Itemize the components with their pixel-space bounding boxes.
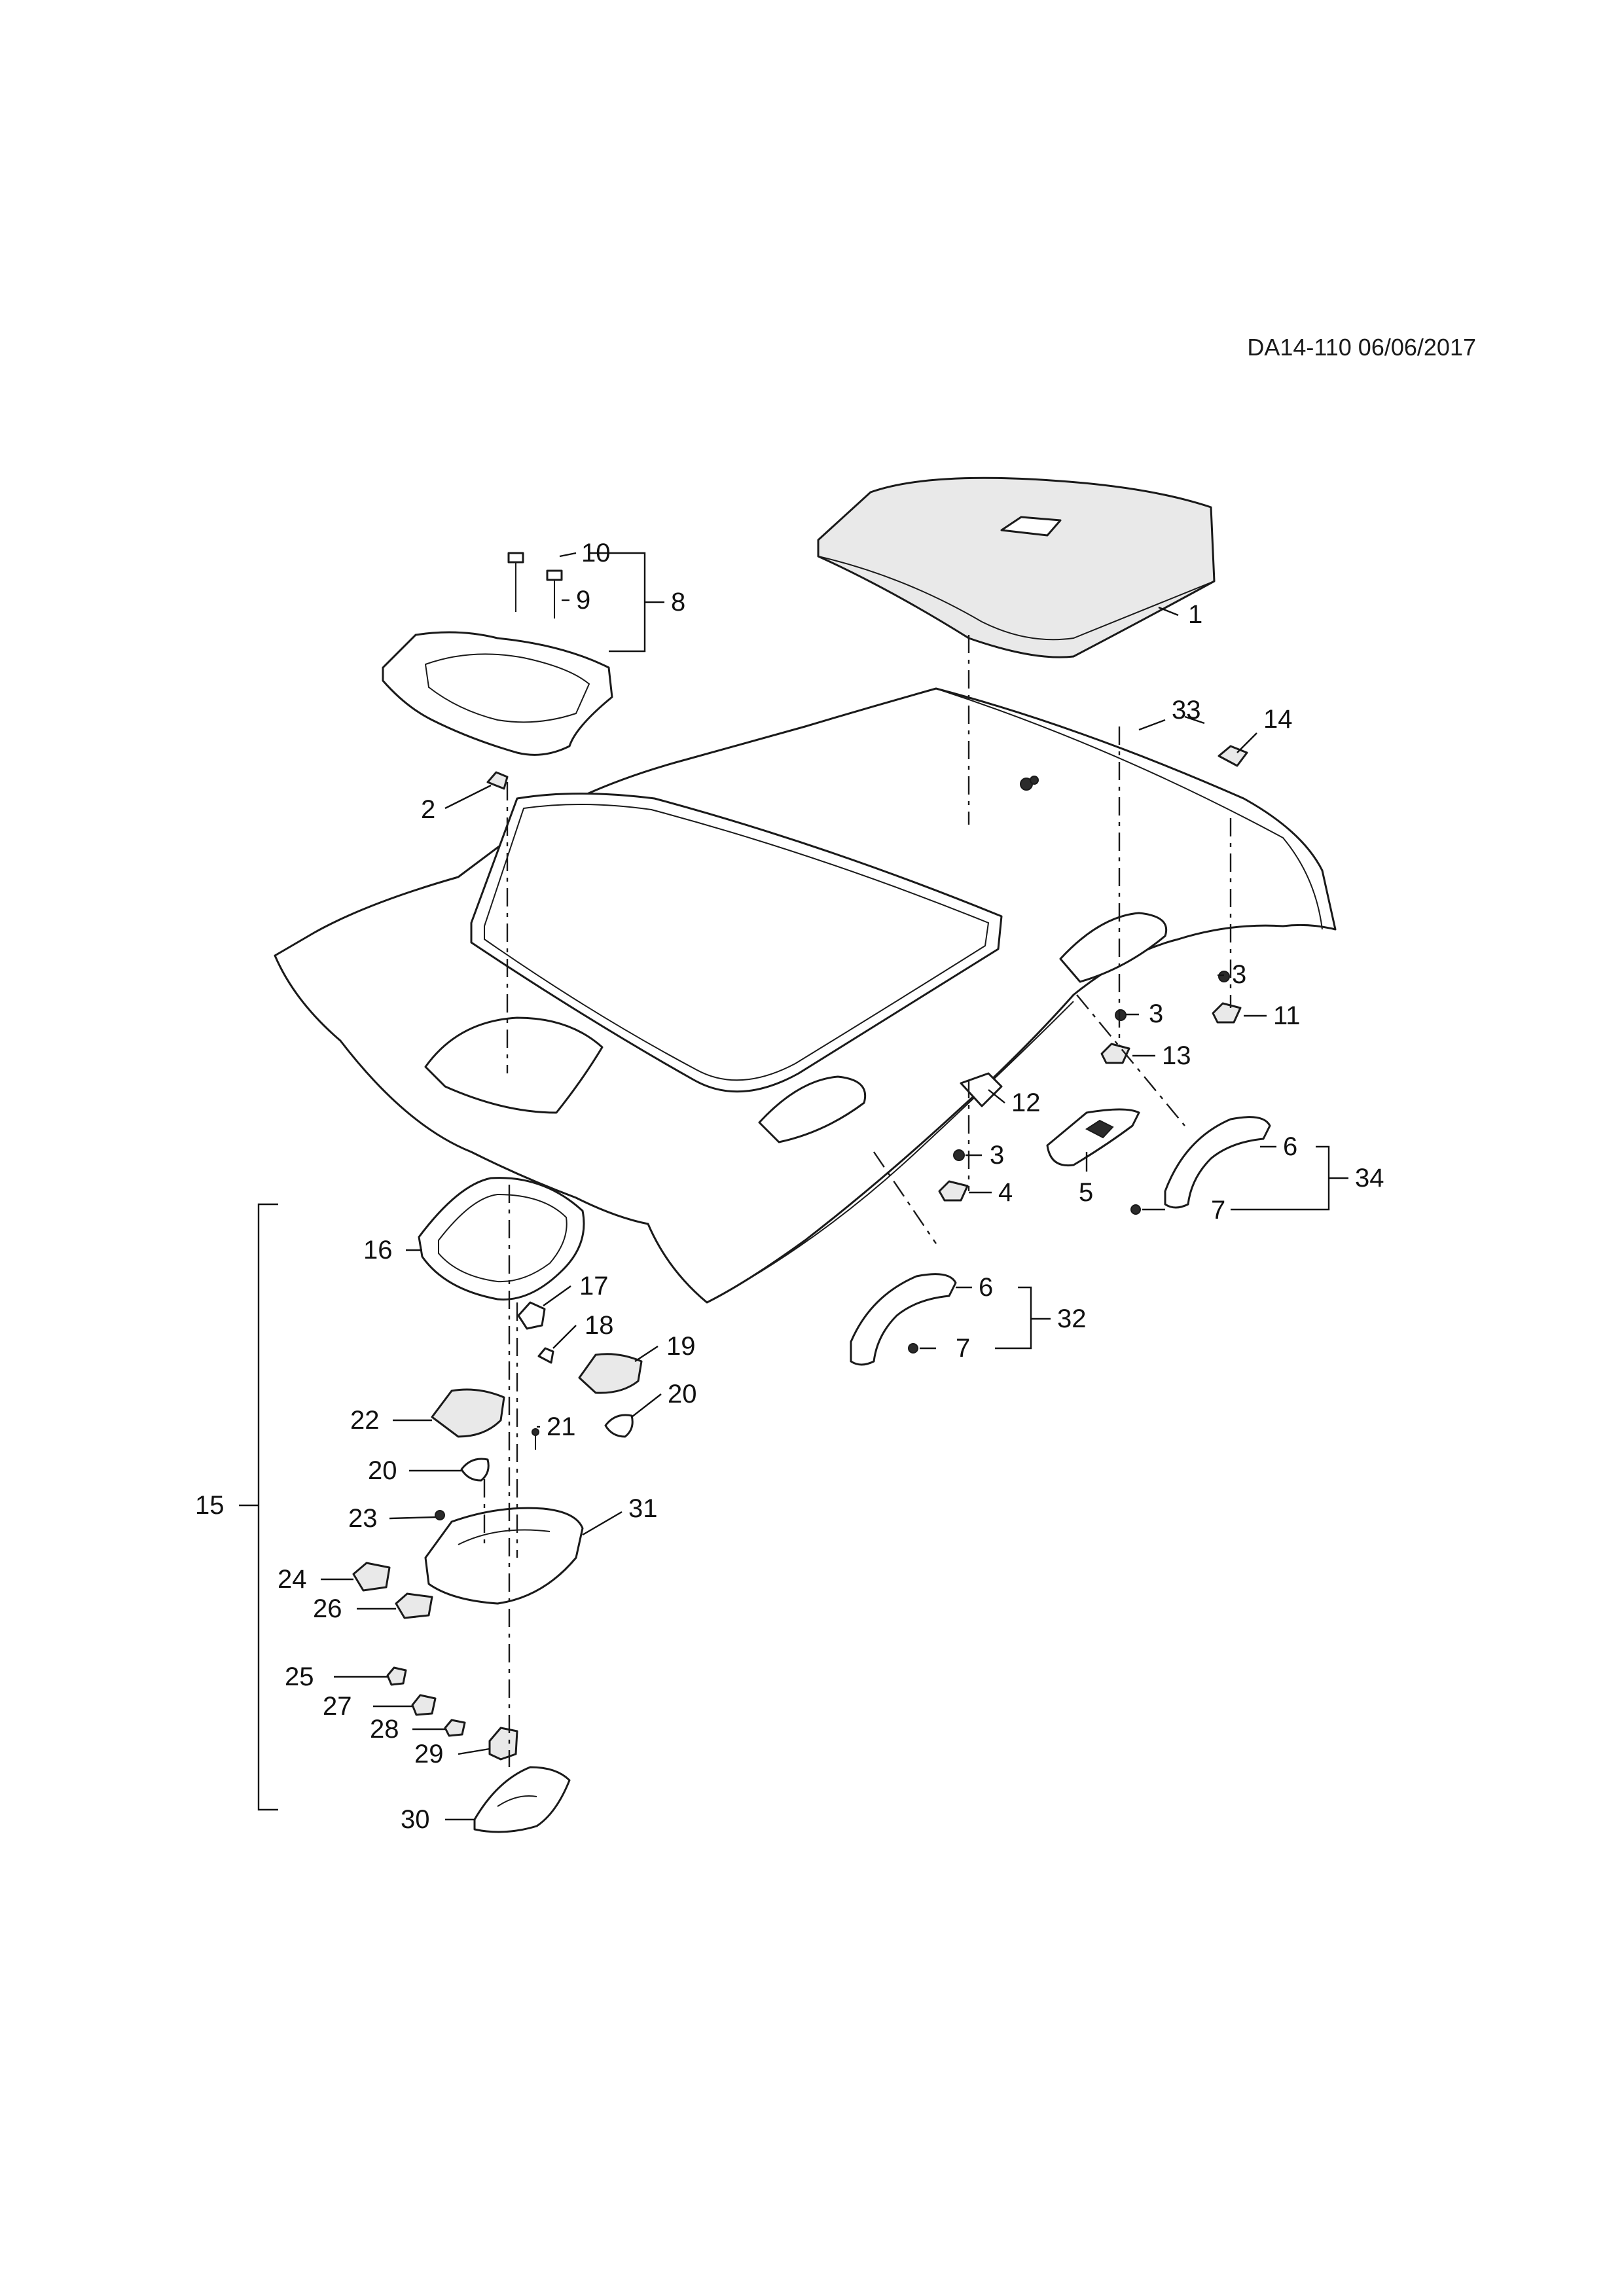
callout-34: 34: [1355, 1164, 1384, 1193]
callout-12: 12: [1011, 1088, 1041, 1117]
part-29-module: [488, 1727, 518, 1761]
callout-labels: 1 2 3 3 3 4 5 6 6 7 7 8 9 10 11 12 13 14…: [195, 539, 1384, 1834]
callout-6: 6: [979, 1273, 993, 1302]
callout-15: 15: [195, 1491, 225, 1520]
part-1-sunshade-panel: [817, 476, 1216, 658]
callout-7: 7: [1211, 1196, 1225, 1225]
part-16-console-bezel: [418, 1177, 585, 1300]
part-19-lamp-unit: [578, 1353, 643, 1394]
callout-1: 1: [1188, 600, 1202, 629]
part-14-clip: [1218, 745, 1248, 767]
callout-24: 24: [278, 1565, 307, 1594]
part-31-console-housing: [424, 1507, 584, 1605]
part-3-clip-c: [953, 1149, 965, 1161]
callout-16: 16: [363, 1236, 393, 1265]
part-27-switch: [411, 1694, 437, 1716]
assembly-guide-lines: [483, 635, 1232, 1767]
callout-29: 29: [414, 1740, 444, 1768]
callout-4: 4: [998, 1178, 1013, 1207]
diagram-reference: DA14-110 06/06/2017: [1247, 334, 1476, 361]
part-13-bracket: [1100, 1043, 1130, 1064]
callout-20: 20: [668, 1380, 697, 1408]
part-18-bracket: [537, 1347, 554, 1364]
part-25-switch: [386, 1666, 407, 1686]
callout-32: 32: [1057, 1304, 1087, 1333]
callout-19: 19: [666, 1332, 696, 1361]
part-23-screw: [435, 1510, 445, 1520]
callout-27: 27: [323, 1692, 352, 1721]
part-21-screw: [532, 1428, 539, 1450]
callout-3: 3: [1149, 999, 1163, 1028]
part-2-clip: [486, 771, 509, 790]
part-20-seal-left: [460, 1458, 490, 1482]
part-7-screw-front: [908, 1343, 918, 1354]
callout-10: 10: [581, 539, 611, 567]
part-20-seal-right: [604, 1414, 634, 1438]
part-6-handle-front: [850, 1273, 957, 1366]
part-24-switch: [352, 1562, 391, 1592]
callout-8: 8: [671, 588, 685, 617]
part-3-clip-b: [1115, 1009, 1127, 1021]
part-30-cover: [473, 1766, 571, 1833]
part-3-clip-a: [1218, 971, 1230, 982]
part-4-bracket: [938, 1180, 969, 1202]
callout-3: 3: [990, 1141, 1004, 1170]
part-7-screw-rear: [1130, 1204, 1141, 1215]
callout-14: 14: [1263, 705, 1293, 734]
callout-22: 22: [350, 1406, 380, 1435]
callout-6: 6: [1283, 1132, 1297, 1161]
callout-17: 17: [579, 1272, 609, 1300]
callout-20: 20: [368, 1456, 397, 1485]
callout-9: 9: [576, 586, 590, 615]
part-33-headliner: [274, 687, 1337, 1304]
callout-21: 21: [547, 1412, 576, 1441]
part-5-grab-bar: [1046, 1108, 1140, 1167]
part-28-switch: [444, 1719, 466, 1737]
callout-31: 31: [628, 1494, 658, 1523]
callout-25: 25: [285, 1662, 314, 1691]
part-11-bracket: [1212, 1002, 1242, 1024]
callout-26: 26: [313, 1594, 342, 1623]
callout-2: 2: [421, 795, 435, 824]
part-6-handle-rear: [1164, 1116, 1271, 1209]
callout-7: 7: [956, 1334, 970, 1363]
callout-11: 11: [1273, 1001, 1301, 1030]
callout-leaders: [239, 552, 1348, 1821]
part-8-sunroof-module: [382, 552, 613, 756]
callout-23: 23: [348, 1504, 378, 1533]
callout-5: 5: [1079, 1178, 1093, 1207]
callout-30: 30: [401, 1805, 430, 1834]
callout-18: 18: [585, 1311, 614, 1340]
part-12-visor-clip: [960, 1072, 1003, 1107]
callout-13: 13: [1162, 1041, 1191, 1070]
part-22-lamp-unit: [431, 1388, 505, 1438]
callout-3: 3: [1232, 960, 1246, 989]
part-17-bracket: [517, 1301, 546, 1330]
part-26-switch: [395, 1592, 433, 1619]
callout-28: 28: [370, 1715, 399, 1744]
callout-33: 33: [1172, 696, 1201, 725]
